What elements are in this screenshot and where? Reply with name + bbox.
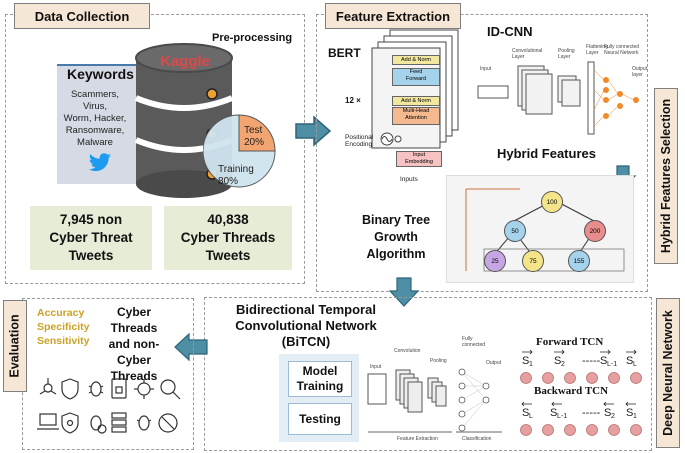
bert-title: BERT [328,46,361,60]
cnn-diagram [367,368,502,433]
evaluation-tag: Evaluation [3,300,27,392]
metric-accuracy: Accuracy [37,307,85,319]
data-collection-tag: Data Collection [14,3,150,29]
svg-text:-----: ----- [582,407,601,419]
arrow-right-icon [295,115,332,147]
svg-text:1: 1 [529,361,533,368]
training-split-label: Training 80% [218,164,254,187]
idcnn-fc-label: Fully connected Neural Network [604,44,640,56]
kaggle-label: Kaggle [160,53,211,70]
cnn-input-label: Input [370,364,382,370]
server-icon [111,412,127,433]
positional-encoding-icon [380,132,402,146]
svg-text:S: S [550,407,557,419]
tree-node-50: 50 [504,220,526,242]
bert-multi-head: Multi-Head Attention [392,107,440,125]
deep-neural-network-text: Deep Neural Network [661,310,676,436]
security-icons-grid [37,378,181,434]
laptop-icon [37,413,59,430]
feature-extraction-panel [316,14,648,292]
svg-text:S: S [600,355,607,367]
bitcn-title: Bidirectional Temporal Convolutional Net… [235,302,377,349]
non-cyber-tweets-box: 7,945 non Cyber Threat Tweets [30,206,152,270]
idcnn-pool-label: Pooling Layer [558,48,575,60]
bert-feed-forward: Feed Forward [392,68,440,86]
tree-node-200: 200 [584,220,606,242]
tree-node-25: 25 [484,250,506,272]
train-test-pie [203,114,276,188]
idcnn-conv-label: Convolutional Layer [512,48,543,60]
metric-sensitivity: Sensitivity [37,335,90,347]
idcnn-flatten-label: Flattening Layer [586,44,608,56]
svg-text:S: S [522,355,529,367]
svg-text:2: 2 [561,361,565,368]
network-icon [39,378,57,395]
arrow-left-icon [174,332,208,362]
svg-text:L: L [633,361,637,368]
evaluation-text: Evaluation [8,314,22,378]
svg-text:L-1: L-1 [557,413,567,420]
test-split-label: Test 20% [244,125,265,148]
cyber-tweets-box: 40,838 Cyber Threads Tweets [164,206,292,270]
bug-alert-icon [90,415,107,434]
svg-text:L-1: L-1 [607,361,617,368]
keywords-title: Keywords [67,66,134,82]
shield-icon [61,378,79,400]
idcnn-input-label: Input [480,66,492,72]
cnn-convolution-label: Convolution [394,348,421,354]
svg-text:-----: ----- [582,355,601,367]
feature-extraction-tag: Feature Extraction [325,3,461,29]
bert-add-norm-1: Add & Norm [392,55,440,65]
malware-icon [136,415,152,431]
backward-tcn-label: Backward TCN [534,385,609,397]
no-bug-icon [158,413,178,433]
forward-tcn-label: Forward TCN [536,336,604,348]
metric-specificity: Specificity [37,321,90,333]
model-training-box: Model Training [288,361,352,397]
svg-text:2: 2 [611,413,615,420]
keywords-list: Scammers, Virus, Worm, Hacker, Ransomwar… [63,89,127,148]
svg-text:S: S [626,407,633,419]
cnn-output-label: Output [486,360,502,366]
hybrid-features-selection-text: Hybrid Features Selection [659,98,673,254]
bug-icon [88,381,104,397]
search-bug-icon [160,379,181,400]
virus-icon [134,379,154,399]
hybrid-features-label: Hybrid Features [497,146,596,161]
twitter-bird-icon [88,153,111,172]
svg-text:S: S [626,355,633,367]
tree-node-155: 155 [568,250,590,272]
evaluation-result: Cyber Threads and non-Cyber Threads [108,305,160,383]
idcnn-title: ID-CNN [487,24,533,39]
bert-add-norm-2: Add & Norm [392,96,440,106]
bitcn-panel [204,297,652,451]
testing-box: Testing [288,403,352,435]
tree-node-75: 75 [522,250,544,272]
idcnn-output-label: Output layer [632,66,648,78]
cnn-feature-extraction-label: Feature Extraction [397,436,438,442]
cnn-fc-label: Fully connected [462,336,486,348]
data-collection-panel [5,14,305,284]
cnn-classification-label: Classification [462,436,492,442]
svg-text:S: S [522,407,529,419]
bert-layer-count: 12 × [345,96,361,105]
bert-inputs-label: Inputs [400,176,418,183]
cnn-pooling-label: Pooling [430,358,447,364]
idcnn-diagram [477,61,639,135]
bert-input-embedding: Input Embedding [396,151,442,167]
shield-bug-icon [61,412,79,434]
svg-text:S: S [604,407,611,419]
deep-neural-network-tag: Deep Neural Network [656,298,680,448]
arrow-down-icon [388,277,420,307]
hybrid-features-selection-tag: Hybrid Features Selection [654,88,678,264]
bert-positional-label: Positional Encoding [345,134,374,148]
svg-text:1: 1 [633,413,637,420]
svg-text:L: L [529,413,533,420]
binary-tree-label: Binary Tree Growth Algorithm [361,213,431,261]
preprocessing-label: Pre-processing [212,32,293,44]
document-lock-icon [111,378,127,399]
tree-node-100: 100 [541,191,563,213]
svg-text:S: S [554,355,561,367]
